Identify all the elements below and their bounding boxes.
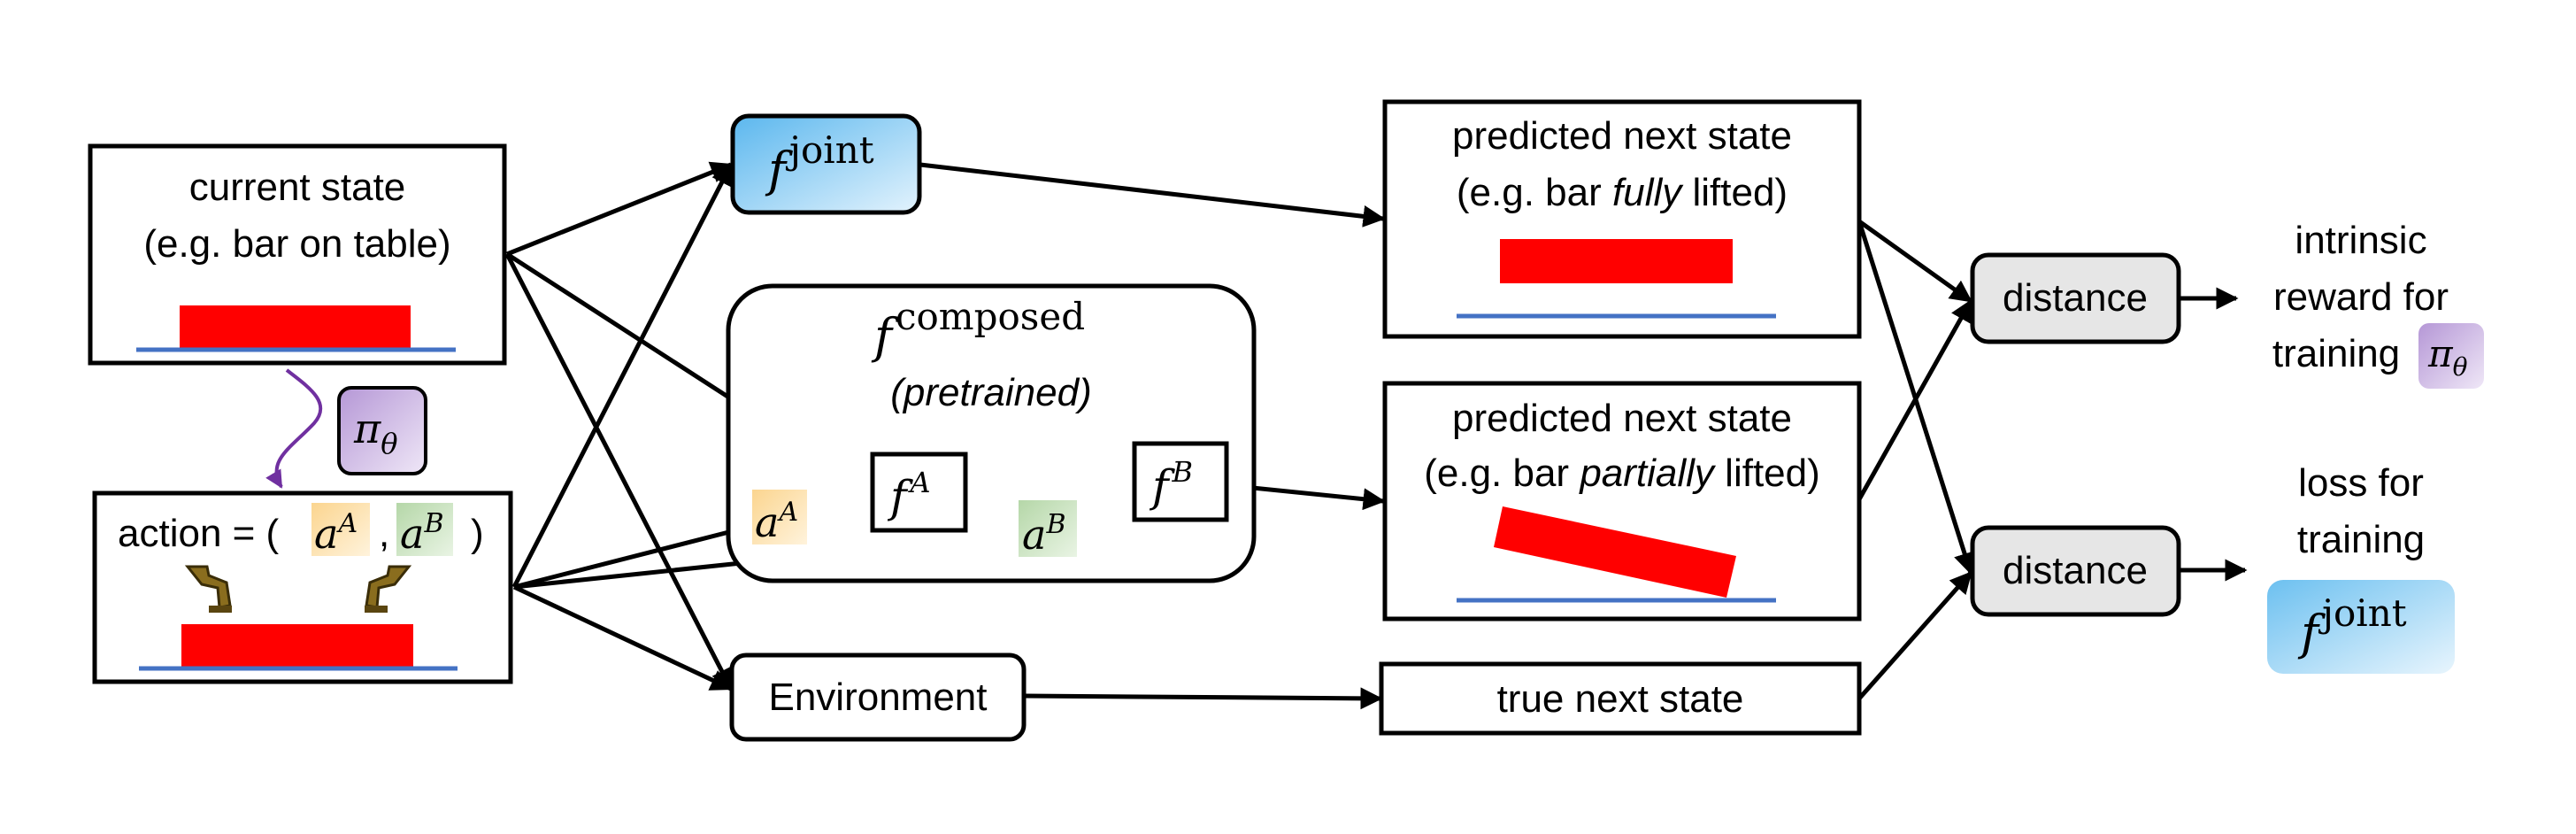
reward-line2: reward for xyxy=(2273,275,2449,319)
pred-composed-title: predicted next state xyxy=(1452,397,1792,440)
environment-node: Environment xyxy=(729,653,1027,742)
loss-line2: training xyxy=(2297,518,2425,561)
aB-symbol: aB xyxy=(1022,509,1065,559)
current-state-example: (e.g. bar on table) xyxy=(143,222,450,266)
fB-box xyxy=(1132,441,1229,522)
edge-action-to-environment xyxy=(512,584,734,691)
action-a: aA xyxy=(314,508,358,558)
environment-label: Environment xyxy=(768,676,987,719)
policy-node: πθ xyxy=(337,386,427,475)
aA-highlight xyxy=(752,490,807,544)
edge-true-state-to-distance-bottom xyxy=(1857,571,1972,700)
loss-fjoint-label: fjoint xyxy=(2297,591,2407,660)
policy-theta: θ xyxy=(381,427,397,460)
loss-line1: loss for xyxy=(2298,461,2424,505)
edge-environment-to-true-state xyxy=(1023,687,1383,710)
current-state-node: current state (e.g. bar on table) xyxy=(88,143,507,366)
edge-fjoint-to-pred-joint xyxy=(919,162,1386,228)
bar-partially-lifted xyxy=(1494,506,1736,598)
action-prefix: action = ( xyxy=(118,512,280,555)
bar-fully-lifted xyxy=(1500,239,1733,283)
distance-top-label: distance xyxy=(2003,276,2148,320)
action-node: action = ( aA , aB ) xyxy=(92,490,513,684)
pred-composed-box xyxy=(1382,381,1862,622)
edge-pred-composed-to-distance-top xyxy=(1857,298,1973,501)
gripper-icon xyxy=(184,565,232,613)
action-b: aB xyxy=(400,508,443,558)
pred-joint-example: (e.g. bar fully lifted) xyxy=(1457,171,1788,214)
action-suffix: ) xyxy=(471,512,484,555)
pred-joint-node: predicted next state (e.g. bar fully lif… xyxy=(1382,99,1862,339)
policy-symbol: πθ xyxy=(353,405,398,460)
reward-line1: intrinsic xyxy=(2295,219,2426,262)
policy-pi: π xyxy=(353,405,381,452)
fA-box xyxy=(870,452,968,533)
bar-on-table xyxy=(180,305,411,350)
current-state-title: current state xyxy=(189,166,406,209)
action-b-highlight xyxy=(396,503,453,556)
loss-output: loss for training fjoint xyxy=(2267,461,2455,674)
aA-symbol: aA xyxy=(755,497,798,546)
aB-highlight xyxy=(1019,500,1077,557)
reward-policy-badge xyxy=(2418,323,2484,389)
distance-bottom-label: distance xyxy=(2003,549,2148,592)
loss-fjoint-badge xyxy=(2267,580,2455,674)
action-comma: , xyxy=(379,512,389,555)
f-composed-label: fcomposed xyxy=(871,295,1085,364)
policy-box xyxy=(337,386,427,475)
pred-joint-title: predicted next state xyxy=(1452,114,1792,158)
true-state-node: true next state xyxy=(1379,661,1862,736)
f-composed-box xyxy=(726,283,1257,583)
f-joint-box xyxy=(730,113,922,215)
reward-line3: training xyxy=(2272,332,2400,375)
edge-state-to-action-policy xyxy=(265,368,323,489)
pred-composed-example: (e.g. bar partially lifted) xyxy=(1424,452,1820,495)
edges xyxy=(265,161,2248,710)
action-a-highlight xyxy=(311,503,370,556)
reward-output: intrinsic reward for training πθ xyxy=(2272,219,2484,389)
distance-bottom-box xyxy=(1970,525,2181,617)
distance-top-box xyxy=(1970,252,2181,344)
f-composed-subtitle: (pretrained) xyxy=(890,371,1091,414)
reward-policy-symbol: πθ xyxy=(2427,332,2468,382)
pred-composed-node: predicted next state (e.g. bar partially… xyxy=(1382,381,1862,622)
edge-pred-joint-to-distance-top xyxy=(1857,219,1973,304)
f-joint-label: fjoint xyxy=(765,128,874,197)
distance-top-node: distance xyxy=(1970,252,2181,344)
f-joint-node: fjoint xyxy=(730,113,922,215)
distance-bottom-node: distance xyxy=(1970,525,2181,617)
true-state-box xyxy=(1379,661,1862,736)
environment-box xyxy=(729,653,1027,742)
edge-action-to-aA xyxy=(513,520,756,590)
edge-state-to-environment xyxy=(504,252,734,691)
pred-joint-box xyxy=(1382,99,1862,339)
edge-action-to-fjoint xyxy=(511,162,734,589)
edge-state-to-fjoint xyxy=(506,161,734,257)
gripper-icon xyxy=(365,565,412,613)
true-state-label: true next state xyxy=(1497,677,1744,721)
action-bar xyxy=(181,624,413,668)
